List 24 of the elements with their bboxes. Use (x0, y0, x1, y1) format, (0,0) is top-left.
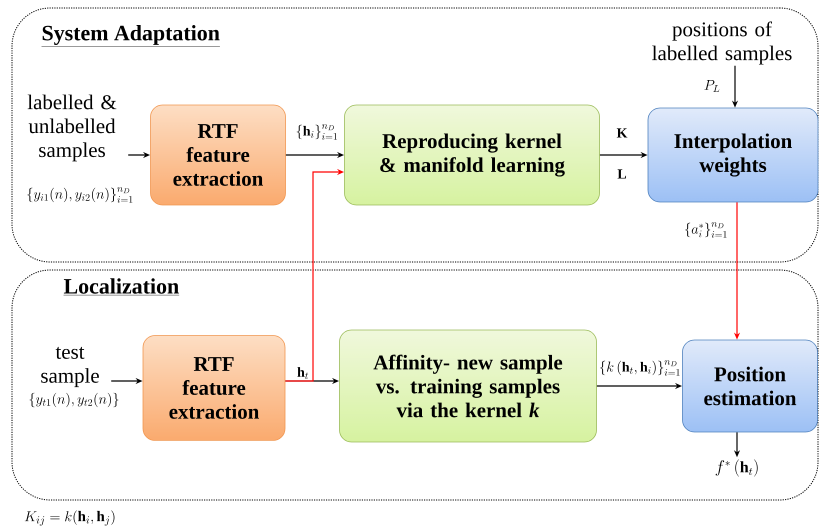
input-label: positions of labelled samples (652, 21, 792, 65)
process-box: Reproducing kernel & manifold learning (344, 104, 600, 206)
edge-label: $\left\{k\left(\mathbf{h}_t,\mathbf{h}_i\right)\right\}_{i=1}^{n_D}$ (600, 360, 680, 376)
edge-label: $P_L$ (704, 80, 720, 92)
formula-label: $\left\{y_{i1}(n),y_{i2}(n)\right\}_{i=1}^{n_D}$ (27, 187, 132, 203)
edge-label: $\left\{a_i^{*}\right\}_{i=1}^{n_D}$ (685, 222, 727, 238)
output-formula: $f^{*}\left(\mathbf{h}_t\right)$ (716, 459, 758, 477)
formula-label: $\left\{y_{t1}(n),y_{t2}(n)\right\}$ (29, 392, 119, 408)
panel (12, 270, 818, 500)
panel (12, 8, 818, 262)
panel-title: System Adaptation (41, 25, 220, 47)
note-label: $\mathbf{L}$ (618, 169, 626, 179)
edge-label: $\mathbf{K}$ (616, 128, 628, 138)
note-label: $K_{ij}=k(\mathbf{h}_i,\mathbf{h}_j)$ (24, 510, 114, 526)
process-box: Interpolation weights (648, 108, 818, 202)
input-label: labelled & unlabelled samples (28, 94, 116, 162)
panel-title: Localization (63, 278, 180, 296)
process-box: Affinity- new sample vs. training samples via the kernel k (339, 330, 597, 442)
process-box: RTF feature extraction (150, 104, 286, 206)
edge-label: $\mathbf{h}_t$ (297, 367, 308, 380)
edge-label: $\left\{\mathbf{h}_i\right\}_{i=1}^{n_D}$ (296, 124, 338, 140)
process-box: RTF feature extraction (142, 335, 286, 441)
process-box: Position estimation (682, 340, 818, 432)
input-label: test sample (41, 346, 99, 388)
